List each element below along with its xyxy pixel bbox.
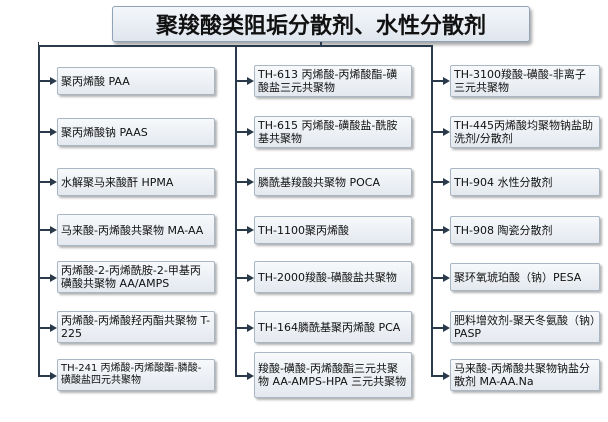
node-c1-2: 聚丙烯酸钠 PAAS <box>57 118 215 146</box>
node-c2-6: TH-164膦酰基聚丙烯酸 PCA <box>254 311 412 343</box>
node-c2-1: TH-613 丙烯酸-丙烯酸酯-磺酸盐三元共聚物 <box>254 65 412 97</box>
node-c2-3: 膦酰基羧酸共聚物 POCA <box>254 168 412 196</box>
branch-line <box>38 131 52 133</box>
node-c1-1: 聚丙烯酸 PAA <box>57 67 215 95</box>
column-3-trunk <box>431 45 433 376</box>
branch-line <box>38 277 52 279</box>
arrow-icon <box>247 178 254 186</box>
node-c1-7: TH-241 丙烯酸-丙烯酸酯-膦酸-磺酸盐四元共聚物 <box>57 359 215 391</box>
arrow-icon <box>443 226 450 234</box>
arrow-icon <box>50 178 57 186</box>
arrow-icon <box>247 274 254 282</box>
node-c2-5: TH-2000羧酸-磺酸盐共聚物 <box>254 261 412 293</box>
arrow-icon <box>443 178 450 186</box>
node-c2-4: TH-1100聚丙烯酸 <box>254 216 412 244</box>
node-c2-2: TH-615 丙烯酸-磺酸盐-酰胺基共聚物 <box>254 116 412 148</box>
branch-line <box>431 181 445 183</box>
top-bus-line <box>38 42 39 46</box>
node-c3-5: 聚环氧琥珀酸（钠）PESA <box>450 263 600 291</box>
branch-line <box>235 131 249 133</box>
arrow-icon <box>443 128 450 136</box>
arrow-icon <box>247 324 254 332</box>
branch-line <box>431 229 445 231</box>
branch-line <box>38 80 52 82</box>
arrow-icon <box>443 372 450 380</box>
node-c3-7: 马来酸-丙烯酸共聚物钠盐分散剂 MA-AA.Na <box>450 359 600 391</box>
column-1-trunk <box>38 45 40 376</box>
arrow-icon <box>50 372 57 380</box>
diagram-title: 聚羧酸类阻垢分散剂、水性分散剂 <box>112 6 530 42</box>
branch-line <box>38 229 52 231</box>
arrow-icon <box>247 128 254 136</box>
branch-line <box>431 131 445 133</box>
arrow-icon <box>247 372 254 380</box>
branch-line <box>235 80 249 82</box>
arrow-icon <box>247 226 254 234</box>
branch-line <box>235 327 249 329</box>
title-text: 聚羧酸类阻垢分散剂、水性分散剂 <box>155 13 486 39</box>
branch-line <box>431 375 445 377</box>
node-c3-1: TH-3100羧酸-磺酸-非离子三元共聚物 <box>450 65 600 97</box>
branch-line <box>38 375 52 377</box>
node-c1-6: 丙烯酸-丙烯酸羟丙酯共聚物 T-225 <box>57 311 215 343</box>
node-c1-4: 马来酸-丙烯酸共聚物 MA-AA <box>57 214 215 246</box>
arrow-icon <box>443 77 450 85</box>
branch-line <box>235 375 249 377</box>
node-c2-7: 羧酸-磺酸-丙烯酸酯三元共聚物 AA-AMPS-HPA 三元共聚物 <box>254 352 412 398</box>
arrow-icon <box>247 77 254 85</box>
branch-line <box>431 277 445 279</box>
branch-line <box>431 327 445 329</box>
node-c3-2: TH-445丙烯酸均聚物钠盐助洗剂/分散剂 <box>450 116 600 148</box>
node-c1-3: 水解聚马来酸酐 HPMA <box>57 168 215 196</box>
node-c3-4: TH-908 陶瓷分散剂 <box>450 216 600 244</box>
arrow-icon <box>50 77 57 85</box>
column-2-trunk <box>235 45 237 376</box>
node-c1-5: 丙烯酸-2-丙烯酰胺-2-甲基丙磺酸共聚物 AA/AMPS <box>57 261 215 293</box>
branch-line <box>38 181 52 183</box>
node-c3-6: 肥料增效剂-聚天冬氨酸（钠）PASP <box>450 311 600 343</box>
arrow-icon <box>443 274 450 282</box>
arrow-icon <box>50 226 57 234</box>
node-c3-3: TH-904 水性分散剂 <box>450 168 600 196</box>
branch-line <box>235 229 249 231</box>
branch-line <box>235 181 249 183</box>
arrow-icon <box>50 128 57 136</box>
arrow-icon <box>50 274 57 282</box>
branch-line <box>38 327 52 329</box>
arrow-icon <box>50 324 57 332</box>
title-stem-line <box>320 42 322 46</box>
arrow-icon <box>443 324 450 332</box>
branch-line <box>235 277 249 279</box>
branch-line <box>431 80 445 82</box>
